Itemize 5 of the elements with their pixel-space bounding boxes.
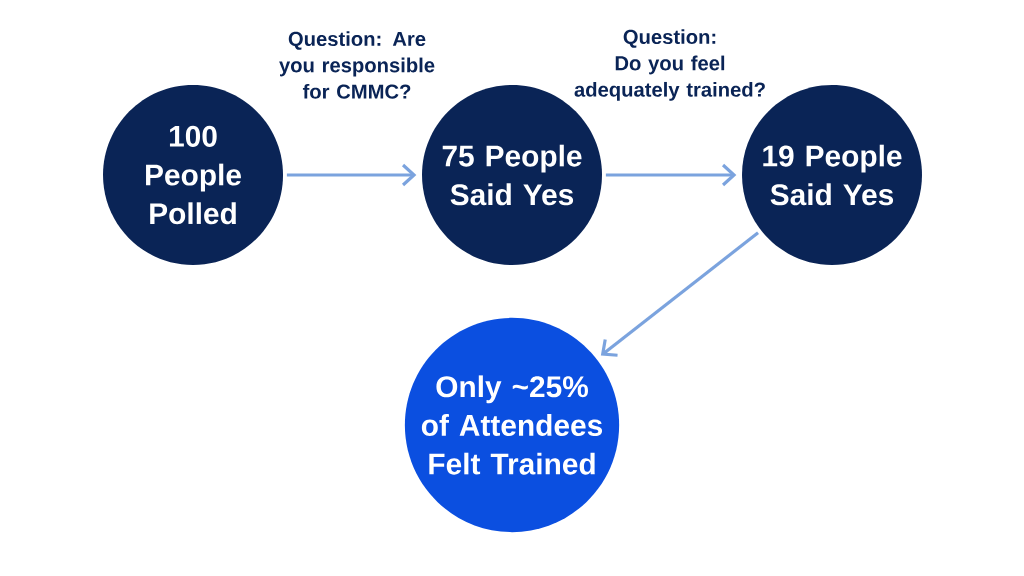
arrow <box>605 163 737 187</box>
arrow <box>286 163 417 187</box>
arrow <box>600 231 759 357</box>
circle-node: Only ~25% of Attendees Felt Trained <box>404 317 620 533</box>
circle-node: 100 People Polled <box>103 85 283 265</box>
